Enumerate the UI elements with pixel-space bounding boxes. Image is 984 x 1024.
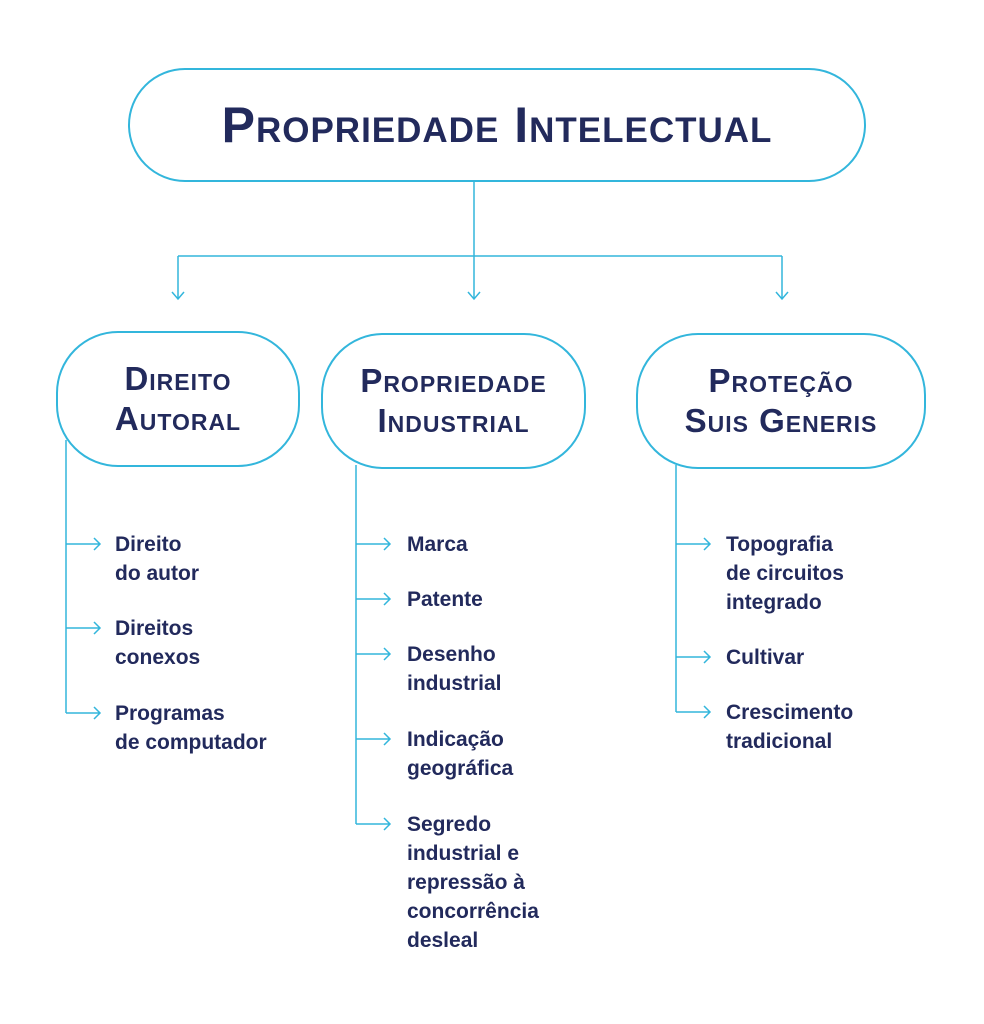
category-title-line1: Direito xyxy=(124,360,232,397)
arrowhead xyxy=(775,291,789,301)
list-item: Segredo industrial e repressão à concorr… xyxy=(407,813,539,952)
category-title-line1: Proteção xyxy=(708,362,854,399)
root-title: Propriedade Intelectual xyxy=(221,97,773,153)
list-item: Direito do autor xyxy=(115,533,199,585)
item-arrow xyxy=(676,537,712,551)
category-title-line1: Propriedade xyxy=(360,362,547,399)
item-arrow xyxy=(676,650,712,664)
arrowhead xyxy=(171,291,185,301)
list-item: Indicação geográfica xyxy=(407,728,514,780)
item-arrow xyxy=(356,817,392,831)
item-arrow xyxy=(66,537,102,551)
list-item: Programas de computador xyxy=(115,702,267,754)
root-connector xyxy=(177,182,783,298)
arrowhead xyxy=(467,291,481,301)
list-item: Direitos conexos xyxy=(115,617,201,669)
list-item: Topografia de circuitos integrado xyxy=(726,533,844,614)
item-arrow xyxy=(676,705,712,719)
list-item: Desenho industrial xyxy=(407,643,502,695)
item-arrow xyxy=(356,592,392,606)
item-arrow xyxy=(66,621,102,635)
item-arrow xyxy=(66,706,102,720)
category-title-line2: Autoral xyxy=(114,400,242,437)
category-title-line2: Industrial xyxy=(377,402,530,439)
root-node: Propriedade Intelectual xyxy=(128,68,866,182)
item-arrow xyxy=(356,732,392,746)
list-item: Patente xyxy=(407,588,483,611)
category-title-line2: Suis Generis xyxy=(684,402,878,439)
category-direito-autoral: Direito Autoral xyxy=(56,331,300,467)
category-propriedade-industrial: Propriedade Industrial xyxy=(321,333,586,469)
item-arrow xyxy=(356,537,392,551)
list-item: Cultivar xyxy=(726,646,805,669)
category-protecao-suis-generis: Proteção Suis Generis xyxy=(636,333,926,469)
list-item: Marca xyxy=(407,533,468,556)
list-item: Crescimento tradicional xyxy=(726,701,854,753)
item-arrow xyxy=(356,647,392,661)
